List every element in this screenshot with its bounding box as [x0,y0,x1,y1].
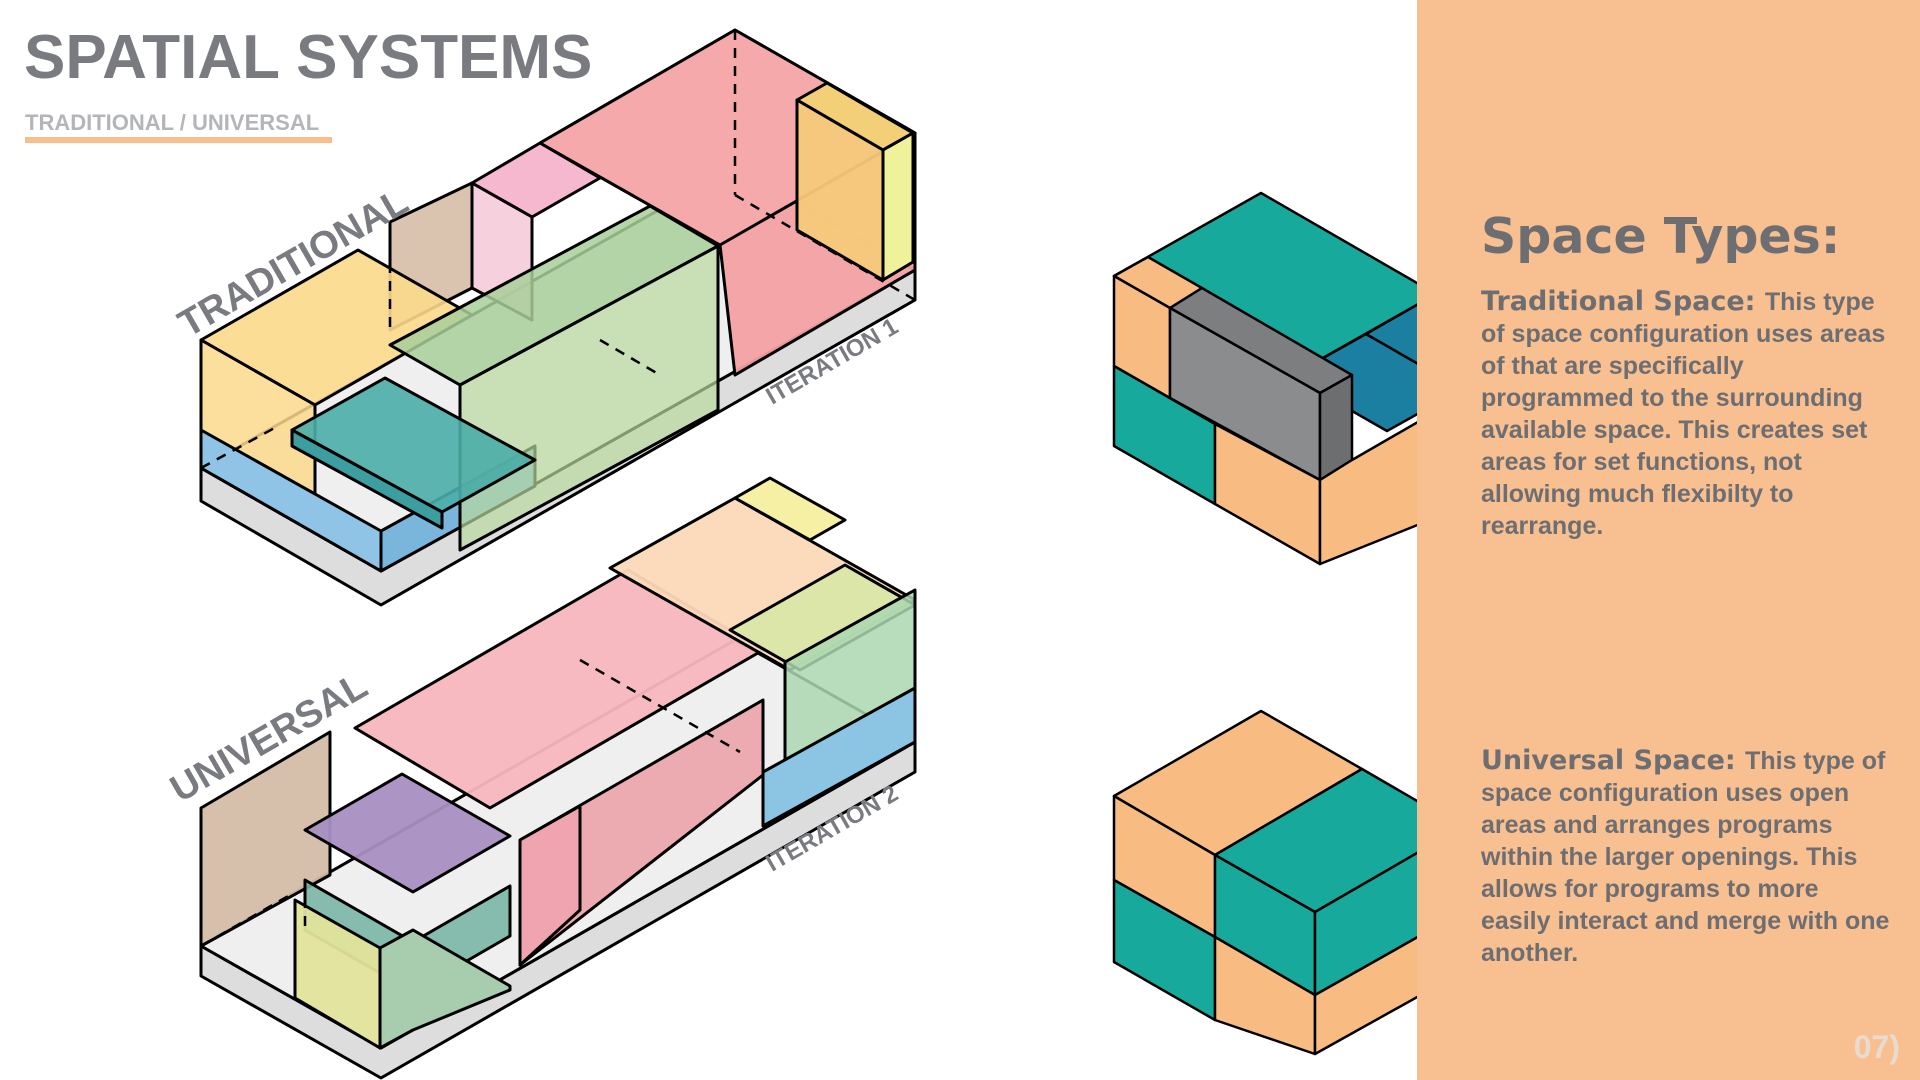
traditional-space-text: This type of space configuration uses ar… [1481,288,1886,540]
universal-blue-base [761,686,917,828]
page-number: 07) [1853,1029,1900,1065]
universal-tan-front [199,730,332,948]
page-subtitle: TRADITIONAL / UNIVERSAL [25,110,320,135]
universal-yellow-block [733,476,847,542]
universal-purple-top [303,772,512,894]
traditional-yellow-tall-side [881,131,915,282]
traditional-hidden-edge [200,423,281,470]
traditional-hidden-edge [599,338,661,377]
traditional-space-description: Traditional Space: This type of space co… [1481,286,1891,542]
universal-pink-mid [518,804,582,967]
traditional-teal-front [290,428,444,530]
page-title: SPATIAL SYSTEMS [24,23,593,92]
universal-space-title: Universal Space: [1481,745,1746,776]
universal-hidden-edge [579,658,741,754]
space-types-panel [1417,0,1920,1080]
traditional-space-cube [1112,191,1464,566]
subtitle-underline [25,137,332,143]
universal-model [199,476,917,1080]
universal-space-description: Universal Space: This type of space conf… [1481,745,1891,969]
universal-space-text: This type of space configuration uses op… [1481,747,1890,967]
space-types-heading: Space Types: [1481,208,1841,265]
universal-space-cube [1112,709,1464,1056]
universal-green-low [378,928,512,1050]
traditional-space-title: Traditional Space: [1481,286,1765,317]
traditional-model [199,28,917,607]
